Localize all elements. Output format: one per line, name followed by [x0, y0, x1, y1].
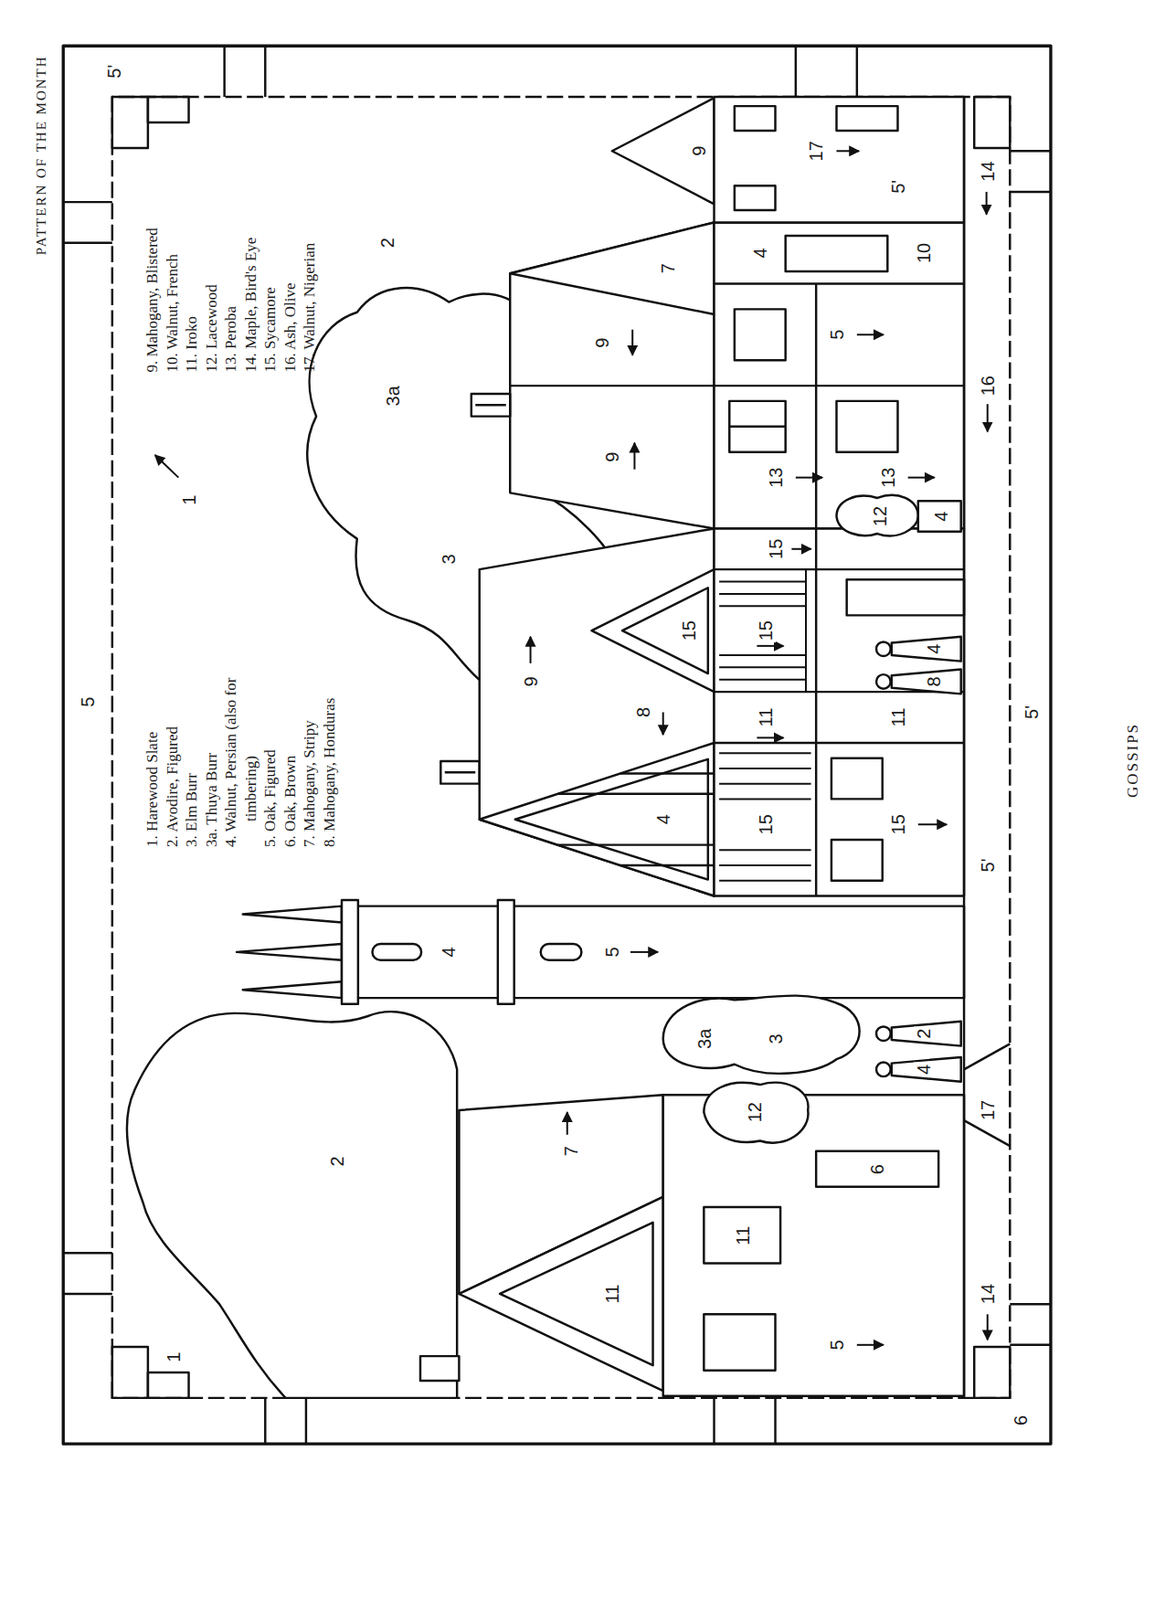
legend-entry: 13. Peroba: [221, 176, 242, 373]
legend-entry: 3. Elm Burr: [181, 650, 202, 848]
callout-number: 2: [913, 1027, 934, 1041]
callout-number: 4: [750, 245, 771, 260]
legend-entry: 17. Walnut, Nigerian: [299, 176, 320, 373]
legend-entry: 7. Mahogany, Stripy: [299, 650, 320, 848]
callout-number: 9: [520, 674, 541, 689]
callout-number: 9: [602, 450, 623, 465]
callout-number: 12: [744, 1100, 765, 1124]
callout-number: 5': [104, 63, 125, 81]
legend-entry: 8. Mahogany, Honduras: [319, 650, 340, 848]
callout-number: 8: [923, 674, 944, 689]
legend-entry: 15. Sycamore: [260, 176, 281, 373]
callout-number: 12: [869, 504, 890, 529]
callout-number: 9: [592, 336, 613, 350]
callout-number: 17: [977, 1098, 998, 1123]
pattern-caption: GOSSIPS: [1123, 722, 1143, 798]
callout-number: 15: [755, 618, 776, 643]
callout-number: 6: [1010, 1413, 1031, 1428]
callout-number: 10: [913, 241, 934, 265]
callout-number: 3a: [694, 1027, 715, 1051]
callout-number: 15: [888, 812, 909, 837]
callout-number: 16: [977, 373, 998, 398]
callout-number: 15: [765, 537, 786, 562]
callout-number: 4: [913, 1062, 934, 1077]
callout-number: 13: [878, 466, 899, 490]
callout-number: 2: [377, 235, 398, 250]
callout-number: 6: [867, 1162, 888, 1176]
callout-number: 15: [755, 812, 776, 837]
legend-entry: 4. Walnut, Persian (also for timbering): [221, 650, 261, 848]
callout-number: 5: [602, 944, 623, 959]
callout-number: 5': [1021, 703, 1042, 721]
callout-number: 4: [438, 944, 459, 959]
legend-entry: 9. Mahogany, Blistered: [142, 176, 163, 373]
legend-entry: 5. Oak, Figured: [260, 650, 281, 848]
callout-number: 11: [732, 1224, 753, 1248]
legend-entry: 3a. Thuya Burr: [201, 650, 223, 848]
callout-number: 1: [179, 493, 200, 508]
callout-number: 15: [678, 618, 699, 643]
callout-number: 4: [923, 642, 944, 657]
callout-number: 3: [438, 551, 459, 566]
callout-number: 3: [765, 1031, 786, 1046]
callout-number: 4: [653, 812, 674, 827]
callout-number: 2: [327, 1154, 348, 1168]
callout-number: 5: [77, 695, 98, 710]
legend-entry: 6. Oak, Brown: [280, 650, 301, 848]
callout-number: 7: [561, 1143, 582, 1158]
callout-number: 17: [805, 138, 827, 163]
callout-number: 9: [688, 144, 710, 159]
callout-number: 13: [765, 466, 786, 490]
callout-number: 5': [977, 857, 998, 875]
legend-column: 9. Mahogany, Blistered10. Walnut, French…: [142, 176, 320, 373]
callout-number: 4: [931, 509, 952, 524]
callout-number: 5': [888, 178, 909, 196]
callout-number: 11: [602, 1282, 623, 1306]
pattern-title: PATTERN OF THE MONTH: [32, 54, 49, 255]
callout-number: 11: [888, 706, 909, 730]
callout-number: 5: [826, 1337, 848, 1352]
callout-number: 5: [826, 328, 848, 342]
legend-entry: 10. Walnut, French: [162, 176, 183, 373]
callout-number: 1: [163, 1350, 184, 1365]
callout-number: 3a: [382, 383, 403, 408]
legend-entry: 11. Iroko: [181, 176, 202, 373]
legend-entry: 1. Harewood Slate: [142, 650, 163, 848]
callout-number: 14: [977, 1281, 998, 1306]
legend-entry: 12. Lacewood: [201, 176, 223, 373]
callout-number: 14: [977, 158, 998, 183]
callout-number: 11: [755, 706, 776, 730]
callout-number: 8: [633, 705, 654, 720]
legend-entry: 16. Ash, Olive: [280, 176, 301, 373]
callout-number: 7: [657, 261, 678, 276]
legend-entry: 2. Avodire, Figured: [162, 650, 183, 848]
legend-column: 1. Harewood Slate2. Avodire, Figured3. E…: [142, 650, 339, 848]
legend-entry: 14. Maple, Bird's Eye: [241, 176, 262, 373]
